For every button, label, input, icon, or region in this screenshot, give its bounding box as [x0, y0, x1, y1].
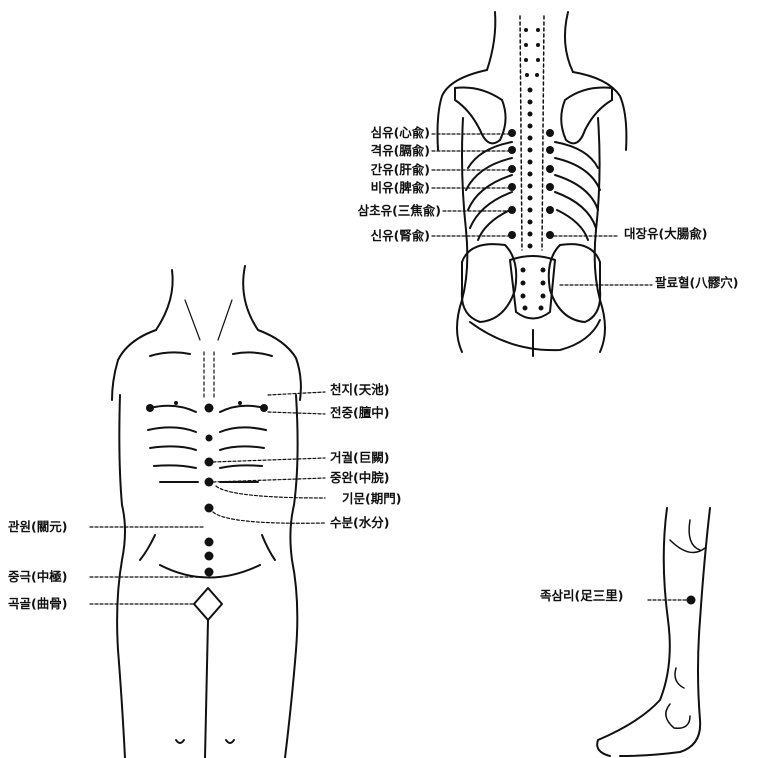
label-jeonjung: 전중(膻中) [330, 405, 389, 421]
label-ganyu: 간유(肝兪) [371, 162, 430, 178]
label-gokgol: 곡골(曲骨) [8, 596, 67, 612]
label-subun: 수분(水分) [330, 515, 389, 531]
label-gimun: 기문(期門) [342, 491, 401, 507]
label-gwanwon: 관원(關元) [8, 519, 67, 535]
label-joksamni: 족삼리(足三里) [540, 588, 623, 604]
label-jungwan: 중완(中脘) [330, 470, 389, 486]
label-cheonji: 천지(天池) [330, 382, 389, 398]
label-geogwol: 거궐(巨闕) [330, 450, 389, 466]
front-figure [90, 266, 325, 758]
back-figure [432, 12, 652, 356]
label-gyeokyu: 격유(膈兪) [371, 143, 430, 159]
label-daejangyu: 대장유(大腸兪) [624, 226, 707, 242]
label-junggeuk: 중극(中極) [8, 569, 67, 585]
label-samchoyu: 삼초유(三焦兪) [358, 203, 441, 219]
leg-figure [597, 508, 710, 756]
label-biyu: 비유(脾兪) [371, 180, 430, 196]
label-sinyu: 신유(腎兪) [371, 228, 430, 244]
label-simyu: 심유(心兪) [371, 125, 430, 141]
label-palyohyeol: 팔료혈(八髎穴) [655, 275, 738, 291]
